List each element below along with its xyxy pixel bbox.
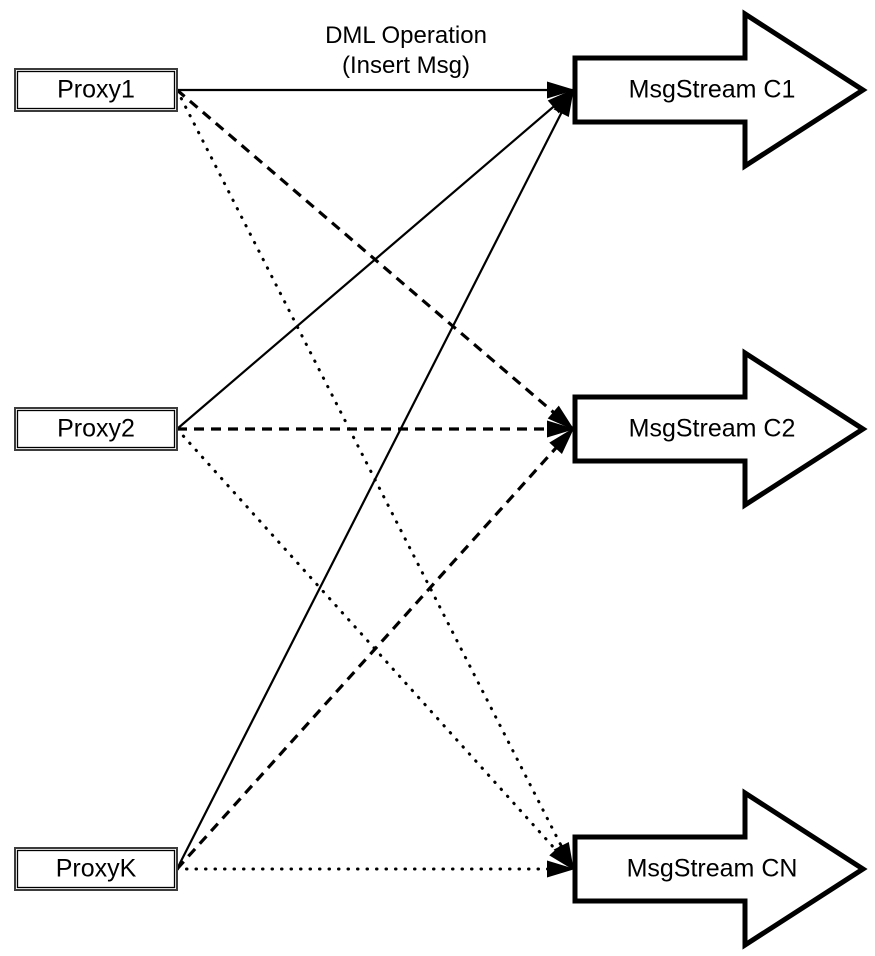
proxyk-box-inner [16,849,176,889]
connections-layer [175,88,575,871]
arrowhead-pk-c2 [549,427,575,455]
arrowhead-pk-c1 [553,88,574,118]
annotation-dml-op-line2: (Insert Msg) [342,52,470,79]
connection-p2-c1 [176,89,574,430]
arrowhead-p1-c1 [547,81,575,99]
connection-pk-c1 [176,89,574,870]
arrowhead-pk-cn [547,860,575,878]
proxy2-label: Proxy2 [57,415,135,443]
proxy2-box-inner [16,409,176,449]
proxy1-node[interactable]: Proxy1 [14,68,178,112]
proxy2-node[interactable]: Proxy2 [14,407,178,451]
arrowhead-p1-c2 [547,405,575,431]
stream-cn-label: MsgStream CN [627,855,798,883]
proxy1-label: Proxy1 [57,76,135,104]
proxyk-node[interactable]: ProxyK [14,847,178,891]
streams-layer: MsgStream C1 MsgStream C2 MsgStream CN [572,9,868,950]
annotation-dml-op: DML Operation (Insert Msg) [325,22,487,79]
annotation-dml-op-line1: DML Operation [325,22,487,49]
arrowheads-layer [547,81,575,878]
connection-pk-c2 [175,427,575,871]
proxy1-box-inner [16,70,176,110]
proxyk-label: ProxyK [56,855,137,883]
stream-cn-shape[interactable] [572,788,868,950]
stream-c2-shape[interactable] [572,348,868,510]
arrowhead-p2-cn [549,843,575,871]
stream-c1-label: MsgStream C1 [629,76,796,104]
arrowhead-p2-c2 [547,420,575,438]
annotations-layer: DML Operation (Insert Msg) [325,22,487,79]
stream-c2-label: MsgStream C2 [629,415,796,443]
stream-c1-shape[interactable] [572,9,868,171]
